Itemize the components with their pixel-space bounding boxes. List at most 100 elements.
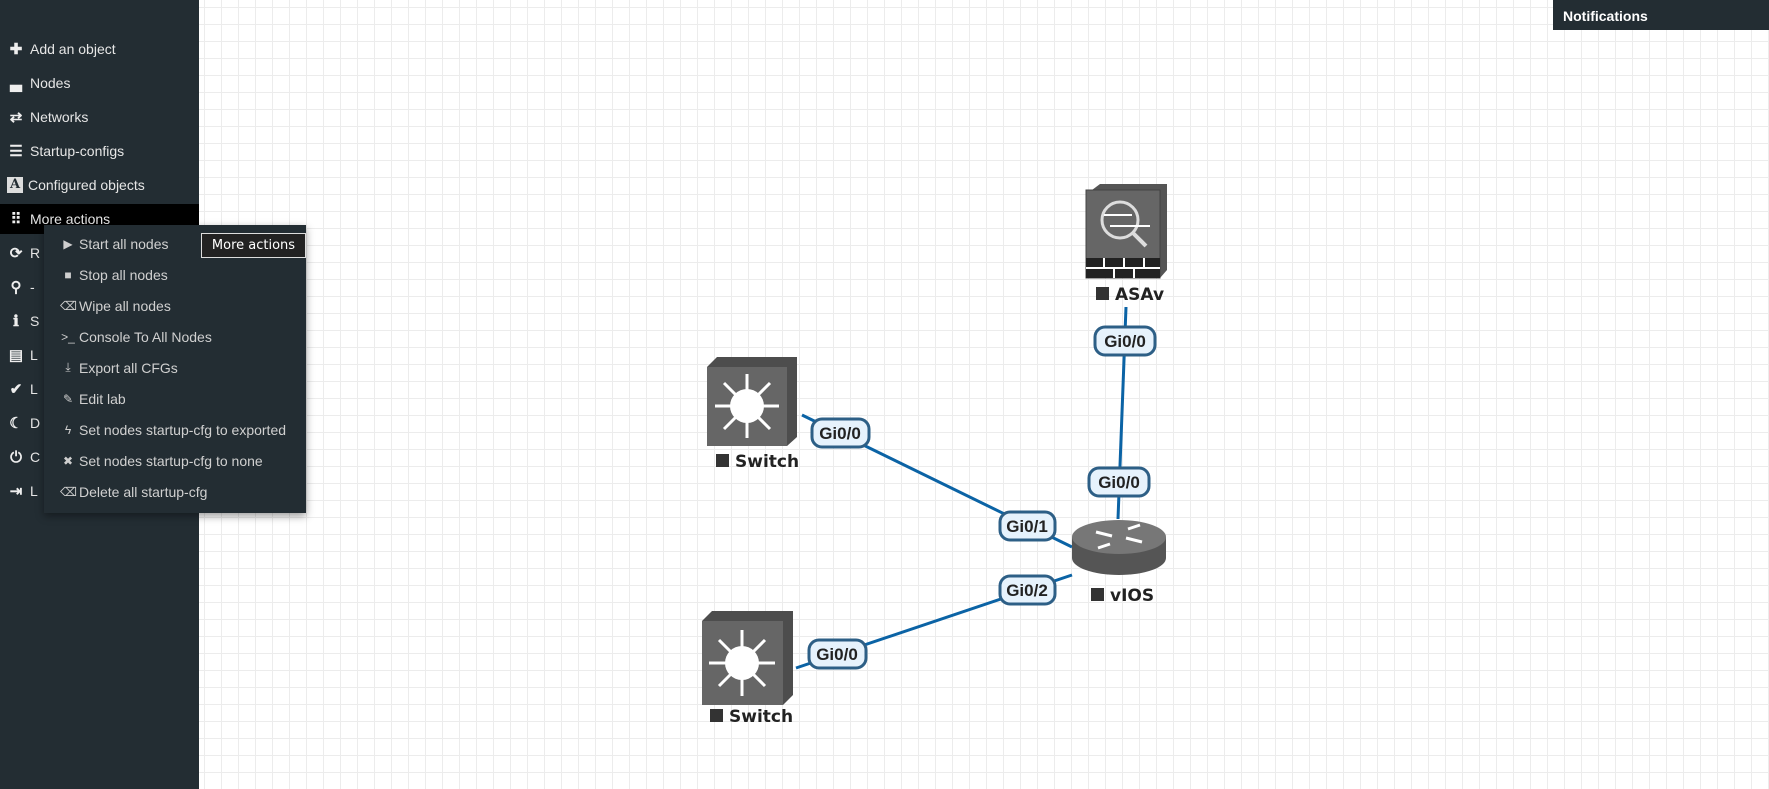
port-label-text: Gi0/0	[816, 645, 858, 664]
info-icon: ℹ	[13, 313, 19, 330]
sidebar-item-label: Configured objects	[28, 177, 145, 193]
sidebar-item-label: More actions	[30, 211, 111, 227]
firewall-icon	[1085, 184, 1167, 279]
router-icon	[1072, 520, 1166, 575]
menu-item-start-all-nodes[interactable]: ▶ Start all nodes	[44, 228, 306, 259]
port-label-asav-gi0-0[interactable]: Gi0/0	[1093, 325, 1157, 357]
download-icon: ⤓	[65, 360, 71, 374]
terminal-icon: >_	[61, 329, 75, 344]
port-label-text: Gi0/1	[1006, 517, 1048, 536]
refresh-icon: ⟳	[9, 245, 23, 262]
switch-icon	[702, 611, 793, 705]
menu-item-export-all-cfgs[interactable]: ⤓ Export all CFGs	[44, 352, 306, 383]
port-label-text: Gi0/0	[1104, 332, 1146, 351]
node-status-icon	[710, 709, 723, 722]
menu-item-set-startup-none[interactable]: ✖ Set nodes startup-cfg to none	[44, 445, 306, 476]
menu-item-label: Start all nodes	[79, 235, 169, 252]
tooltip: More actions	[201, 233, 306, 258]
sidebar-item-logout[interactable]: ⇥L	[0, 476, 199, 506]
node-asav[interactable]: ASAv	[1085, 184, 1167, 305]
sidebar-item-lock[interactable]: ✔L	[0, 374, 199, 404]
menu-item-label: Set nodes startup-cfg to exported	[79, 421, 287, 438]
sidebar-item-label: Nodes	[30, 75, 71, 91]
menu-item-wipe-all-nodes[interactable]: ⌫Wipe all nodes	[44, 290, 306, 321]
menu-item-set-startup-exported[interactable]: ϟ Set nodes startup-cfg to exported	[44, 414, 306, 445]
menu-item-edit-lab[interactable]: ✎ Edit lab	[44, 383, 306, 414]
play-icon: ▶	[63, 236, 73, 251]
port-label-switch2-gi0-0[interactable]: Gi0/0	[807, 638, 868, 670]
sidebar-item-label: S	[30, 313, 40, 329]
logout-icon: ⇥	[9, 483, 23, 500]
sidebar-item-configured-objects[interactable]: A Configured objects	[0, 170, 199, 200]
sidebar-item-label: C	[30, 449, 41, 465]
port-label-text: Gi0/0	[1098, 473, 1140, 492]
port-label-vios-gi0-0[interactable]: Gi0/0	[1087, 466, 1151, 498]
menu-item-label: Export all CFGs	[79, 359, 178, 376]
menu-item-label: Stop all nodes	[79, 266, 168, 283]
sidebar-item-label: -	[30, 279, 35, 295]
port-label-vios-gi0-2[interactable]: Gi0/2	[998, 574, 1057, 606]
align-left-icon: ☰	[9, 143, 23, 160]
sidebar-item-dark-mode[interactable]: ☾D	[0, 408, 199, 438]
plus-icon: ✚	[9, 41, 23, 58]
node-switch-2[interactable]: Switch	[702, 611, 793, 727]
node-label: vIOS	[1110, 586, 1154, 606]
node-label: Switch	[729, 707, 793, 727]
sidebar-item-refresh[interactable]: ⟳R	[0, 238, 199, 268]
switch-icon	[707, 357, 797, 446]
sidebar-item-close[interactable]: ⏻C	[0, 442, 199, 472]
sidebar-item-label: D	[30, 415, 41, 431]
moon-icon: ☾	[9, 415, 23, 432]
sidebar-item-label: R	[30, 245, 41, 261]
menu-item-stop-all-nodes[interactable]: ■ Stop all nodes	[44, 259, 306, 290]
stop-icon: ■	[64, 267, 72, 282]
font-icon: A	[7, 177, 23, 193]
sidebar-item-zoom[interactable]: ⚲-	[0, 272, 199, 302]
node-status-icon	[1096, 287, 1109, 300]
menu-item-label: Set nodes startup-cfg to none	[79, 452, 263, 469]
port-label-switch1-gi0-0[interactable]: Gi0/0	[810, 417, 871, 449]
sidebar-item-label: L	[30, 347, 38, 363]
sidebar-item-label: Networks	[30, 109, 89, 125]
node-status-icon	[1091, 588, 1104, 601]
power-icon: ⏻	[10, 448, 22, 466]
more-actions-menu: ▶Start all nodes ■Stop all nodes ⌫Wipe a…	[44, 225, 306, 513]
sidebar-item-networks[interactable]: ⇄ Networks	[0, 102, 199, 132]
eraser-icon: ⌫	[60, 484, 77, 499]
menu-item-delete-all-startup-cfg[interactable]: ⌫Delete all startup-cfg	[44, 476, 306, 507]
times-icon: ✖	[62, 453, 74, 468]
sidebar-item-list[interactable]: ▤L	[0, 340, 199, 370]
node-label: ASAv	[1115, 285, 1164, 305]
port-label-text: Gi0/0	[819, 424, 861, 443]
list-icon: ▤	[8, 347, 24, 364]
port-label-text: Gi0/2	[1006, 581, 1048, 600]
sidebar-item-nodes[interactable]: ▃ Nodes	[0, 68, 199, 98]
pencil-icon: ✎	[62, 391, 74, 406]
sidebar-item-add-object[interactable]: ✚ Add an object	[0, 34, 199, 64]
grid-icon: ⠿	[10, 211, 22, 228]
node-label: Switch	[735, 452, 799, 472]
exchange-icon: ⇄	[9, 109, 23, 126]
sidebar-item-label: L	[30, 381, 38, 397]
menu-item-console-all-nodes[interactable]: >_ Console To All Nodes	[44, 321, 306, 352]
bolt-icon: ϟ	[64, 422, 72, 437]
sidebar-item-label: Startup-configs	[30, 143, 125, 159]
notifications-panel[interactable]: Notifications	[1553, 0, 1769, 30]
notifications-title: Notifications	[1563, 8, 1648, 24]
node-status-icon	[716, 454, 729, 467]
menu-item-label: Wipe all nodes	[79, 297, 171, 314]
port-label-vios-gi0-1[interactable]: Gi0/1	[998, 510, 1057, 542]
node-vios[interactable]: vIOS	[1072, 520, 1166, 606]
sidebar-item-label: Add an object	[30, 41, 116, 57]
menu-item-label: Edit lab	[79, 390, 126, 407]
menu-item-label: Delete all startup-cfg	[79, 483, 208, 500]
node-switch-1[interactable]: Switch	[707, 357, 799, 472]
eraser-icon: ⌫	[60, 298, 77, 313]
menu-item-label: Console To All Nodes	[79, 328, 212, 345]
check-circle-icon: ✔	[9, 381, 23, 398]
sidebar-item-label: L	[30, 483, 38, 499]
sidebar-item-startup-configs[interactable]: ☰ Startup-configs	[0, 136, 199, 166]
hdd-icon: ▃	[10, 75, 22, 92]
